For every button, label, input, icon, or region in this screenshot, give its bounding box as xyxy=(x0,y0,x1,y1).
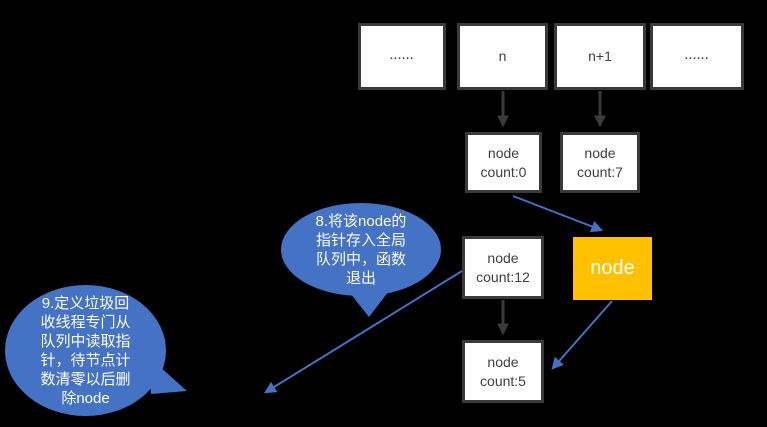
node-count-value: count:0 xyxy=(480,163,527,180)
node-box-count-5: node count:5 xyxy=(462,340,544,403)
callout-step9-line: 除node xyxy=(61,389,110,407)
callout-step9-line: 收线程专门从 xyxy=(40,313,131,331)
callout-step8: 8.将该node的 指针存入全局 队列中，函数 退出 xyxy=(281,203,441,296)
callout-step8-line: 队列中，函数 xyxy=(315,250,406,268)
callout-step9: 9.定义垃圾回 收线程专门从 队列中读取指 针，待节点计 数清零以后删 除nod… xyxy=(5,285,166,416)
array-cell-label: ...... xyxy=(684,50,710,62)
callout-step9-line: 数清零以后删 xyxy=(40,370,131,388)
callout-step9-line: 队列中读取指 xyxy=(40,332,131,350)
highlighted-node-box: node xyxy=(573,237,652,300)
arrow-highlighted-node-to-count5 xyxy=(551,300,613,370)
array-cell-dots-left: ...... xyxy=(358,23,446,90)
callout-step8-line: 指针存入全局 xyxy=(315,231,406,249)
node-count-value: count:12 xyxy=(476,268,530,285)
callout-step8-line: 退出 xyxy=(345,269,376,287)
array-cell-label: n xyxy=(498,48,507,64)
array-cell-label: ...... xyxy=(389,50,415,62)
callout-step8-line: 8.将该node的 xyxy=(315,212,407,230)
node-count-value: count:7 xyxy=(577,163,623,180)
node-label: node xyxy=(487,249,519,266)
arrow-count0-to-highlighted-node xyxy=(512,195,604,233)
array-cell-n: n xyxy=(457,23,548,90)
node-label: node xyxy=(487,353,519,370)
array-cell-dots-right: ...... xyxy=(650,23,744,90)
highlighted-node-label: node xyxy=(590,257,635,279)
node-count-value: count:5 xyxy=(480,372,526,389)
callout-step9-line: 针，待节点计 xyxy=(40,351,131,369)
node-box-count-12: node count:12 xyxy=(462,236,544,299)
callout-step9-line: 9.定义垃圾回 xyxy=(41,294,130,312)
node-box-count-0: node count:0 xyxy=(465,132,542,193)
node-box-count-7: node count:7 xyxy=(560,132,640,193)
node-label: node xyxy=(584,144,616,161)
array-cell-n-plus-1: n+1 xyxy=(554,23,646,90)
node-label: node xyxy=(487,144,520,161)
array-cell-label: n+1 xyxy=(588,48,612,64)
